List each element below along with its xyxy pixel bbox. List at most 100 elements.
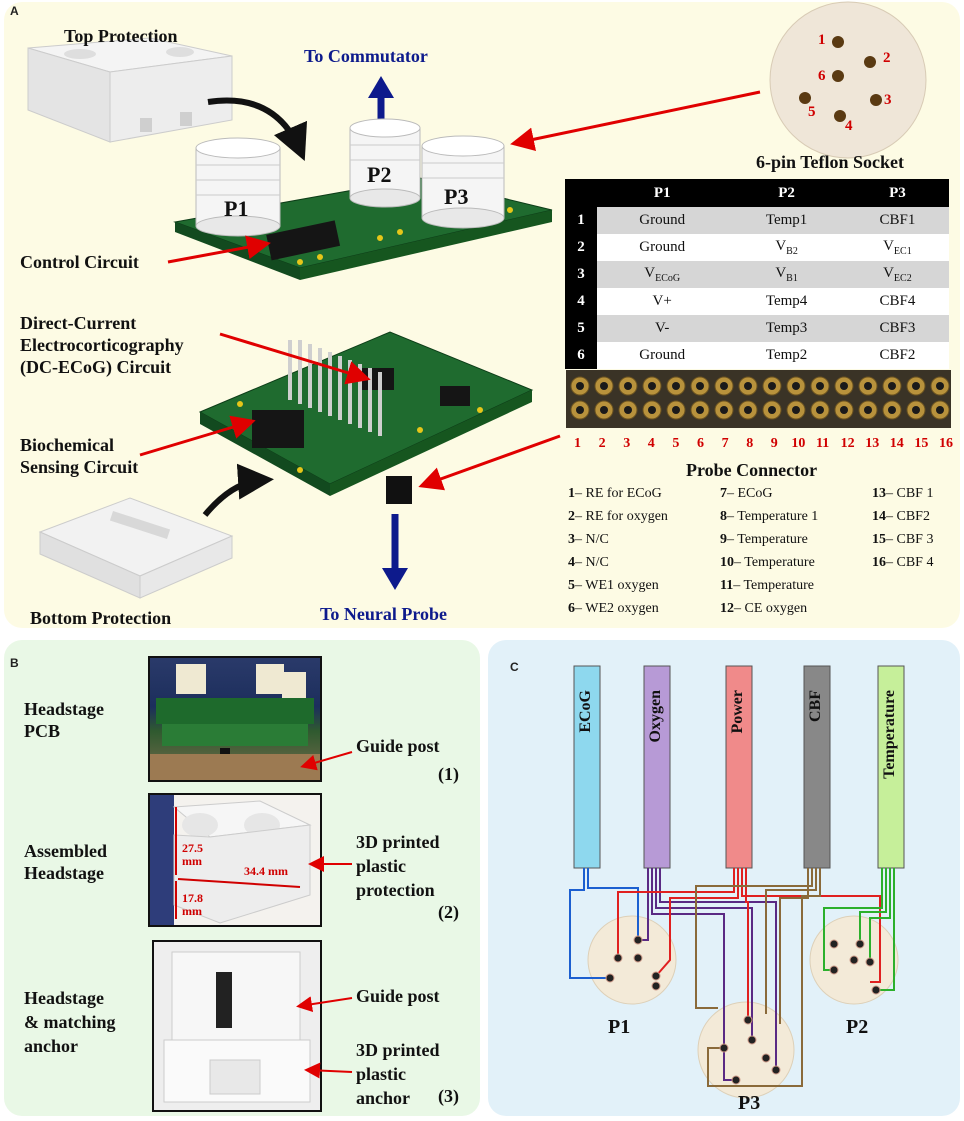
probe-legend-number: 16	[872, 555, 886, 570]
depth-value: 17.8	[182, 891, 203, 905]
connector-pin-center	[696, 406, 704, 414]
connector-number: 2	[598, 436, 606, 451]
dc-ecog-label: Direct-Current Electrocorticography (DC-…	[20, 312, 184, 378]
bottom-protection-block	[38, 497, 234, 599]
probe-legend-number: 14	[872, 509, 886, 524]
table-row-number: 6	[565, 342, 597, 369]
table-row-number: 2	[565, 234, 597, 261]
probe-legend-dash: –	[575, 555, 586, 570]
connector-number: 4	[647, 436, 655, 451]
probe-legend-number: 5	[568, 578, 575, 593]
connector-number: 9	[770, 436, 778, 451]
probe-legend-number: 15	[872, 532, 886, 547]
connector-pin-center	[720, 382, 728, 390]
panel-c-wiring	[569, 665, 905, 1099]
probe-legend-item: 8– Temperature 1	[720, 509, 818, 525]
probe-legend-dash: –	[575, 601, 586, 616]
top-protection-block	[27, 37, 233, 143]
anchor-line-1: Headstage	[24, 988, 104, 1008]
assembled-line-1: Assembled	[24, 841, 108, 861]
cell-subscript: ECoG	[655, 273, 681, 284]
signal-bar-label: Oxygen	[647, 690, 664, 743]
probe-legend-text: RE for ECoG	[585, 486, 662, 501]
number-3: (3)	[438, 1086, 459, 1106]
printed-anchor-line-1: 3D printed	[356, 1040, 440, 1060]
connector-pin-center	[792, 382, 800, 390]
connector-pin-center	[672, 406, 680, 414]
connector-pin-center	[720, 406, 728, 414]
probe-legend-text: Temperature	[737, 532, 808, 547]
to-neural-probe-label: To Neural Probe	[320, 604, 448, 624]
cell-value: Temp4	[765, 293, 808, 309]
connector-pin-center	[696, 382, 704, 390]
table-cell-p1: VECoG	[597, 261, 728, 288]
cell-value: V	[883, 238, 894, 254]
guide-post-label: Guide post	[356, 736, 440, 756]
cell-value: CBF1	[879, 212, 916, 228]
connector-pin-center	[864, 382, 872, 390]
cell-value: Temp2	[765, 347, 808, 363]
probe-legend-item: 4– N/C	[568, 555, 609, 571]
connector-number: 7	[721, 436, 729, 451]
cell-value: V	[644, 265, 656, 281]
connector-pin-center	[600, 382, 608, 390]
number-2: (2)	[438, 902, 459, 922]
table-header-p3: P3	[845, 179, 949, 207]
wires	[569, 868, 895, 1087]
probe-legend-dash: –	[886, 509, 897, 524]
height-dimension: 27.5 mm	[182, 842, 203, 868]
table-cell-p3: CBF2	[845, 342, 949, 369]
probe-legend-text: CE oxygen	[744, 601, 808, 616]
table-header-row: P1 P2 P3	[565, 179, 949, 207]
dc-ecog-line-1: Direct-Current	[20, 313, 137, 333]
connector-number: 3	[623, 436, 631, 451]
table-cell-p3: CBF3	[845, 315, 949, 342]
connector-pin-center	[744, 382, 752, 390]
probe-legend-number: 7	[720, 486, 727, 501]
plastic-anchor-label: 3D printed plastic anchor	[356, 1038, 440, 1110]
connector-number: 6	[697, 436, 704, 451]
cell-value: Ground	[639, 212, 686, 228]
assembled-headstage-drawing	[150, 795, 312, 925]
probe-legend-number: 6	[568, 601, 575, 616]
socket-p3	[697, 1001, 795, 1099]
connector-number: 5	[672, 436, 680, 451]
probe-legend-item: 9– Temperature	[720, 532, 808, 548]
headstage-anchor-photo	[152, 940, 322, 1112]
probe-legend-item: 5– WE1 oxygen	[568, 578, 659, 594]
connector-p1	[195, 137, 281, 237]
height-value: 27.5	[182, 841, 203, 855]
connector-number: 13	[865, 436, 880, 451]
p3-label: P3	[444, 184, 469, 209]
dc-ecog-line-2: Electrocorticography	[20, 335, 184, 355]
probe-legend-item: 1– RE for ECoG	[568, 486, 662, 502]
cell-value: Temp3	[765, 320, 808, 336]
anchor-line-2: & matching	[24, 1012, 116, 1032]
connector-pin-center	[912, 406, 920, 414]
printed-anchor-line-3: anchor	[356, 1088, 410, 1108]
table-corner	[565, 179, 597, 207]
p2-label: P2	[367, 162, 392, 187]
headstage-anchor-label: Headstage & matching anchor	[24, 986, 116, 1058]
table-row-number: 4	[565, 288, 597, 315]
table-cell-p2: Temp3	[727, 315, 846, 342]
probe-legend-number: 4	[568, 555, 575, 570]
probe-legend-dash: –	[727, 509, 738, 524]
connector-pin-center	[936, 406, 944, 414]
connector-number: 16	[939, 436, 953, 451]
panel-c-label: C	[510, 660, 519, 674]
probe-legend-text: Temperature	[743, 578, 815, 593]
table-cell-p1: V-	[597, 315, 728, 342]
table-cell-p3: VEC2	[845, 261, 949, 288]
connector-number: 15	[914, 436, 929, 451]
connector-pin-center	[792, 406, 800, 414]
signal-bar-label: Power	[729, 690, 746, 734]
p1-label: P1	[224, 196, 249, 221]
cell-subscript: B2	[786, 246, 798, 257]
anchor-line-3: anchor	[24, 1036, 78, 1056]
probe-legend-text: WE1 oxygen	[585, 578, 659, 593]
socket-pin-3: 3	[884, 92, 892, 108]
probe-legend-text: RE for oxygen	[585, 509, 668, 524]
